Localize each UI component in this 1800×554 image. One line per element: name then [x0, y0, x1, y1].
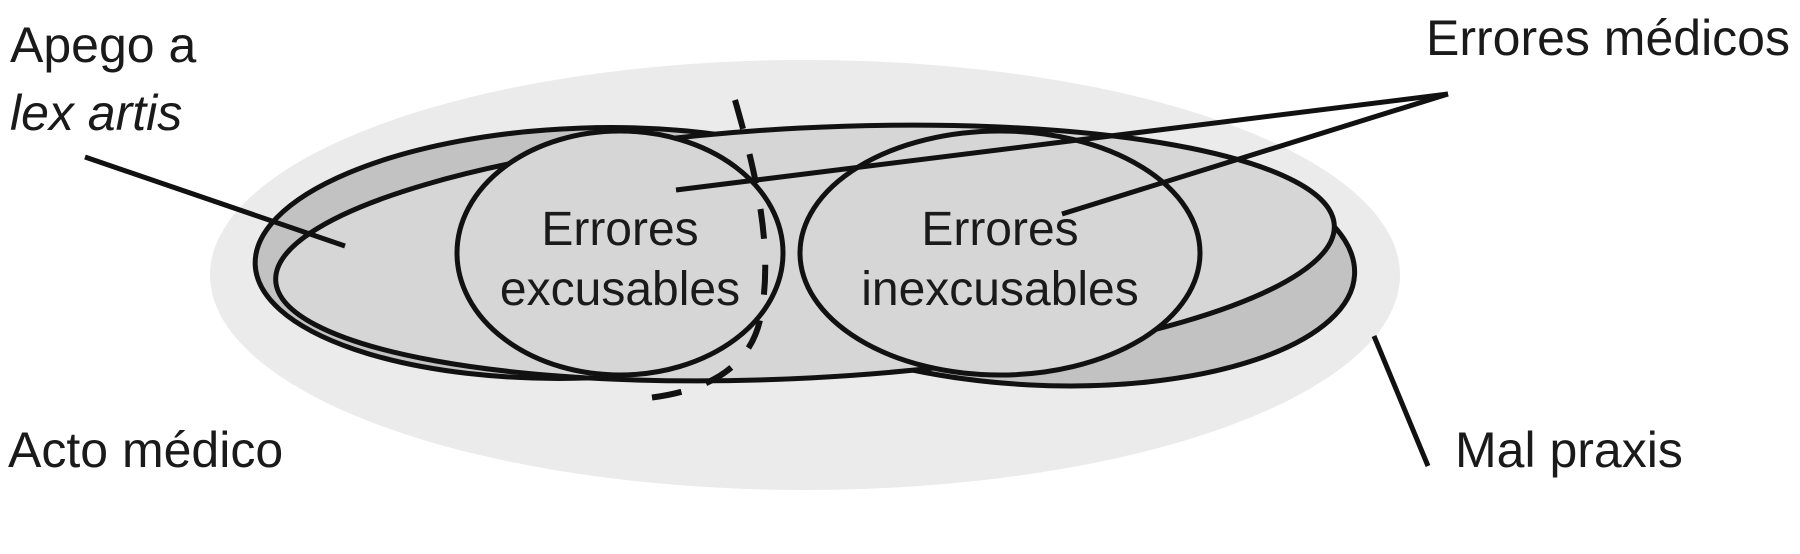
- dashed-divider-curve: [647, 99, 769, 401]
- leader-line-errores-medicos-right: [1061, 91, 1449, 217]
- label-mal-praxis: Mal praxis: [1455, 422, 1683, 478]
- label-errores-medicos: Errores médicos: [1426, 10, 1790, 66]
- label-acto-medico: Acto médico: [8, 422, 283, 478]
- label-errores-inexcusables-line1: Errores: [921, 203, 1078, 256]
- region-errores-excusables: [454, 128, 786, 378]
- label-errores-excusables-line2: excusables: [500, 263, 740, 316]
- label-errores-excusables-line1: Errores: [541, 203, 698, 256]
- leader-line-mal-praxis: [1371, 335, 1431, 467]
- label-apego-line1: Apego a: [10, 17, 196, 73]
- label-apego-line2-lex-artis: lex artis: [10, 85, 182, 141]
- leader-line-apego-lex-artis: [84, 154, 346, 249]
- label-errores-inexcusables-line2: inexcusables: [861, 263, 1139, 316]
- region-errores-inexcusables: [797, 128, 1203, 378]
- leader-line-errores-medicos-left: [675, 91, 1449, 193]
